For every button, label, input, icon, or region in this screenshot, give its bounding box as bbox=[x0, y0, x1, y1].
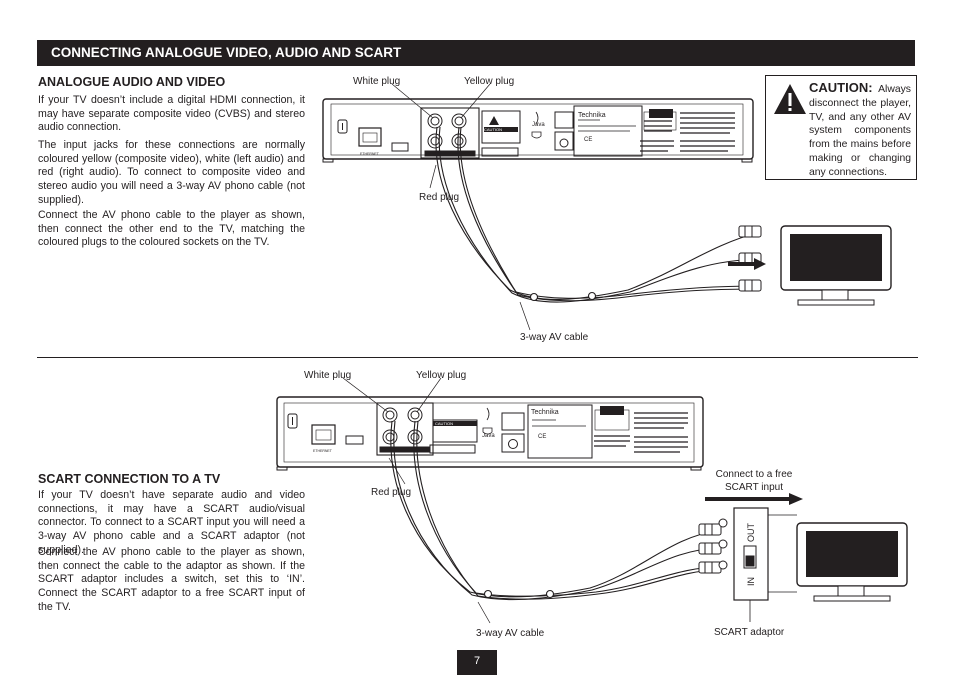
arrow-bottom bbox=[705, 493, 803, 505]
caution-body: Always disconnect the player, TV, and an… bbox=[809, 84, 911, 178]
player-rear-panel-top: CE bbox=[322, 98, 754, 163]
connect-scart-line-1: Connect to a free bbox=[715, 469, 793, 480]
caution-text: CAUTION: Always disconnect the player, T… bbox=[809, 81, 911, 180]
av-cable-top bbox=[391, 83, 761, 331]
av-cable-bottom bbox=[342, 377, 721, 624]
caution-title: CAUTION: bbox=[809, 80, 873, 95]
scart-paragraph-1: If your TV doesn’t have separate audio a… bbox=[38, 489, 305, 556]
ethernet-label-bottom: ETHERNET bbox=[313, 449, 333, 453]
section-divider bbox=[37, 357, 918, 358]
scart-paragraph-2: Connect the AV phono cable to the player… bbox=[38, 546, 305, 613]
scart-cable-label: 3-way AV cable bbox=[476, 628, 545, 639]
analogue-paragraph-1: If your TV doesn’t include a digital HDM… bbox=[38, 94, 305, 134]
adaptor-switch-in: IN bbox=[746, 577, 756, 586]
analogue-paragraph-2: The input jacks for these connections ar… bbox=[38, 139, 305, 206]
scart-yellow-plug-label: Yellow plug bbox=[416, 370, 467, 381]
player-brand-bottom: Technika bbox=[531, 409, 559, 416]
tv-icon-bottom bbox=[796, 522, 908, 602]
arrow-top bbox=[728, 258, 766, 270]
svg-text:CE: CE bbox=[538, 434, 546, 440]
analogue-paragraph-3: Connect the AV phono cable to the player… bbox=[38, 209, 305, 249]
scart-adaptor-label: SCART adaptor bbox=[714, 627, 785, 638]
caution-box: CAUTION: Always disconnect the player, T… bbox=[765, 75, 917, 180]
analogue-red-plug-label: Red plug bbox=[419, 192, 460, 203]
java-logo-top: Java bbox=[532, 122, 545, 128]
player-caution-bottom: CAUTION bbox=[435, 421, 453, 426]
analogue-white-plug-label: White plug bbox=[353, 76, 401, 87]
scart-heading: SCART CONNECTION TO A TV bbox=[38, 472, 221, 486]
analogue-heading: ANALOGUE AUDIO AND VIDEO bbox=[38, 75, 226, 89]
scart-adaptor bbox=[718, 507, 797, 622]
connect-scart-label: Connect to a free SCART input bbox=[706, 468, 802, 494]
player-rear-panel-bottom: CE bbox=[276, 396, 704, 471]
player-caution-top: CAUTION bbox=[484, 127, 502, 132]
analogue-yellow-plug-label: Yellow plug bbox=[464, 76, 515, 87]
connect-scart-line-2: SCART input bbox=[725, 482, 783, 493]
section-header: CONNECTING ANALOGUE VIDEO, AUDIO AND SCA… bbox=[37, 40, 915, 66]
scart-white-plug-label: White plug bbox=[304, 370, 352, 381]
adaptor-switch-out: OUT bbox=[746, 523, 756, 543]
tv-icon-top bbox=[780, 225, 892, 306]
player-brand-top: Technika bbox=[578, 112, 606, 119]
analogue-cable-label: 3-way AV cable bbox=[520, 332, 589, 343]
java-logo-bottom: Java bbox=[482, 433, 495, 439]
ethernet-label-top: ETHERNET bbox=[360, 152, 380, 156]
svg-text:CE: CE bbox=[584, 137, 592, 143]
phono-plugs-top bbox=[738, 225, 762, 292]
page-number: 7 bbox=[457, 650, 497, 675]
warning-icon bbox=[774, 84, 806, 114]
scart-red-plug-label: Red plug bbox=[371, 487, 412, 498]
phono-plugs-bottom bbox=[698, 523, 722, 574]
